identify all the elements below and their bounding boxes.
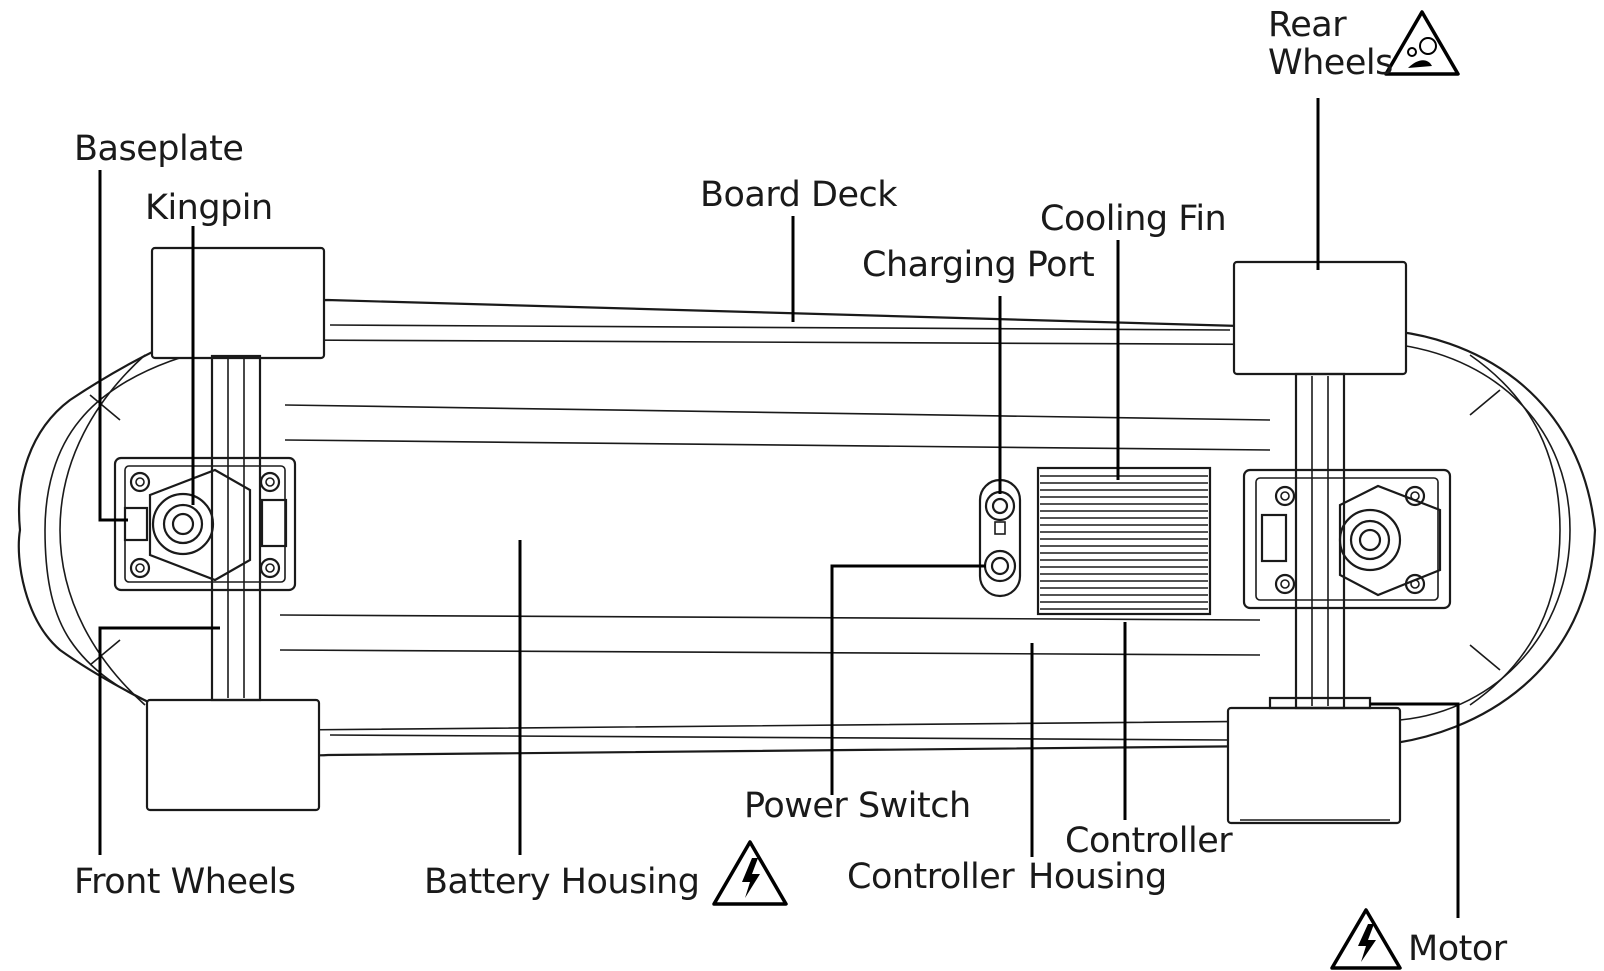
label-cooling-fin: Cooling Fin xyxy=(1040,199,1226,239)
front-wheel-bottom xyxy=(145,698,321,812)
motor-electric-shock-warning-icon xyxy=(1330,908,1402,970)
rear-baseplate xyxy=(1242,468,1452,610)
charging-port xyxy=(984,490,1016,535)
rear-kingpin xyxy=(1338,508,1402,572)
rear-truck xyxy=(1226,260,1452,825)
label-controller-line1: Controller xyxy=(1065,821,1233,861)
label-housing: Housing xyxy=(1028,857,1167,897)
label-rear-wheels-line1: Rear xyxy=(1268,5,1347,45)
leader-lines xyxy=(98,98,1460,918)
label-motor: Motor xyxy=(1408,929,1508,969)
label-charging-port: Charging Port xyxy=(862,245,1094,285)
labels: Rear Wheels Baseplate Kingpin Board Deck… xyxy=(74,5,1508,969)
cooling-fin xyxy=(1036,466,1212,616)
board-deck xyxy=(17,298,1597,757)
pinch-hazard-warning-icon xyxy=(1384,10,1460,76)
front-baseplate-bolts xyxy=(129,471,281,579)
front-baseplate xyxy=(113,456,297,592)
power-switch xyxy=(983,549,1017,583)
battery-electric-shock-warning-icon xyxy=(712,840,788,906)
front-kingpin xyxy=(151,492,215,556)
label-front-wheels: Front Wheels xyxy=(74,862,295,902)
label-board-deck: Board Deck xyxy=(700,175,898,215)
front-wheel-top xyxy=(150,246,326,360)
label-controller-line2: Controller xyxy=(847,857,1015,897)
rear-wheel-bottom xyxy=(1226,706,1402,825)
label-baseplate: Baseplate xyxy=(74,129,243,169)
rear-baseplate-bolts xyxy=(1274,485,1426,595)
port-switch-panel xyxy=(978,478,1022,598)
label-battery-housing: Battery Housing xyxy=(424,862,699,902)
rear-wheel-top xyxy=(1232,260,1408,376)
label-rear-wheels-line2: Wheels xyxy=(1268,43,1393,83)
label-kingpin: Kingpin xyxy=(145,188,273,228)
front-truck xyxy=(113,246,326,812)
label-power-switch: Power Switch xyxy=(744,786,971,826)
